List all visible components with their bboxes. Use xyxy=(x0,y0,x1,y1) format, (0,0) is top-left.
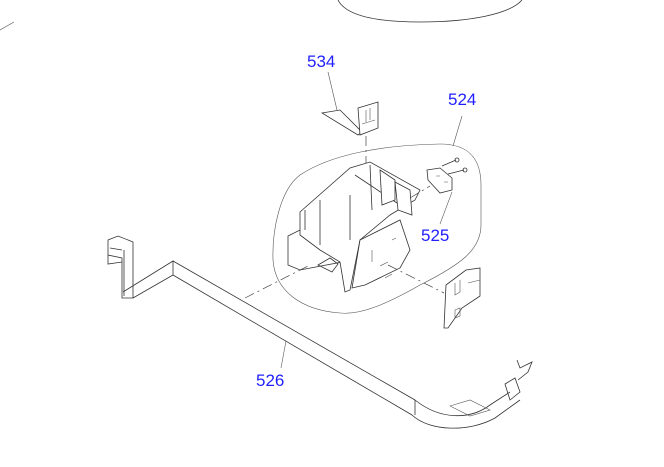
callout-525: 525 xyxy=(421,226,450,245)
adjacent-part-outline xyxy=(337,0,523,23)
cover-part xyxy=(443,267,481,329)
part-526-flat-cable xyxy=(107,235,533,429)
callout-524: 524 xyxy=(448,90,477,109)
callout-526: 526 xyxy=(256,371,285,390)
part-524-carriage xyxy=(287,161,421,293)
assembly-axis-525 xyxy=(409,185,431,199)
leader-525 xyxy=(439,191,453,225)
assembly-group-outline xyxy=(272,143,482,314)
assembly-axis-cover xyxy=(387,264,445,294)
leader-524 xyxy=(452,115,463,147)
part-525-plate xyxy=(426,157,468,194)
stray-line xyxy=(0,21,15,31)
leader-526 xyxy=(280,340,287,369)
part-534-bracket xyxy=(320,101,379,136)
leader-534 xyxy=(327,71,338,111)
assembly-axis-cable xyxy=(244,264,311,299)
callout-534: 534 xyxy=(307,52,336,71)
